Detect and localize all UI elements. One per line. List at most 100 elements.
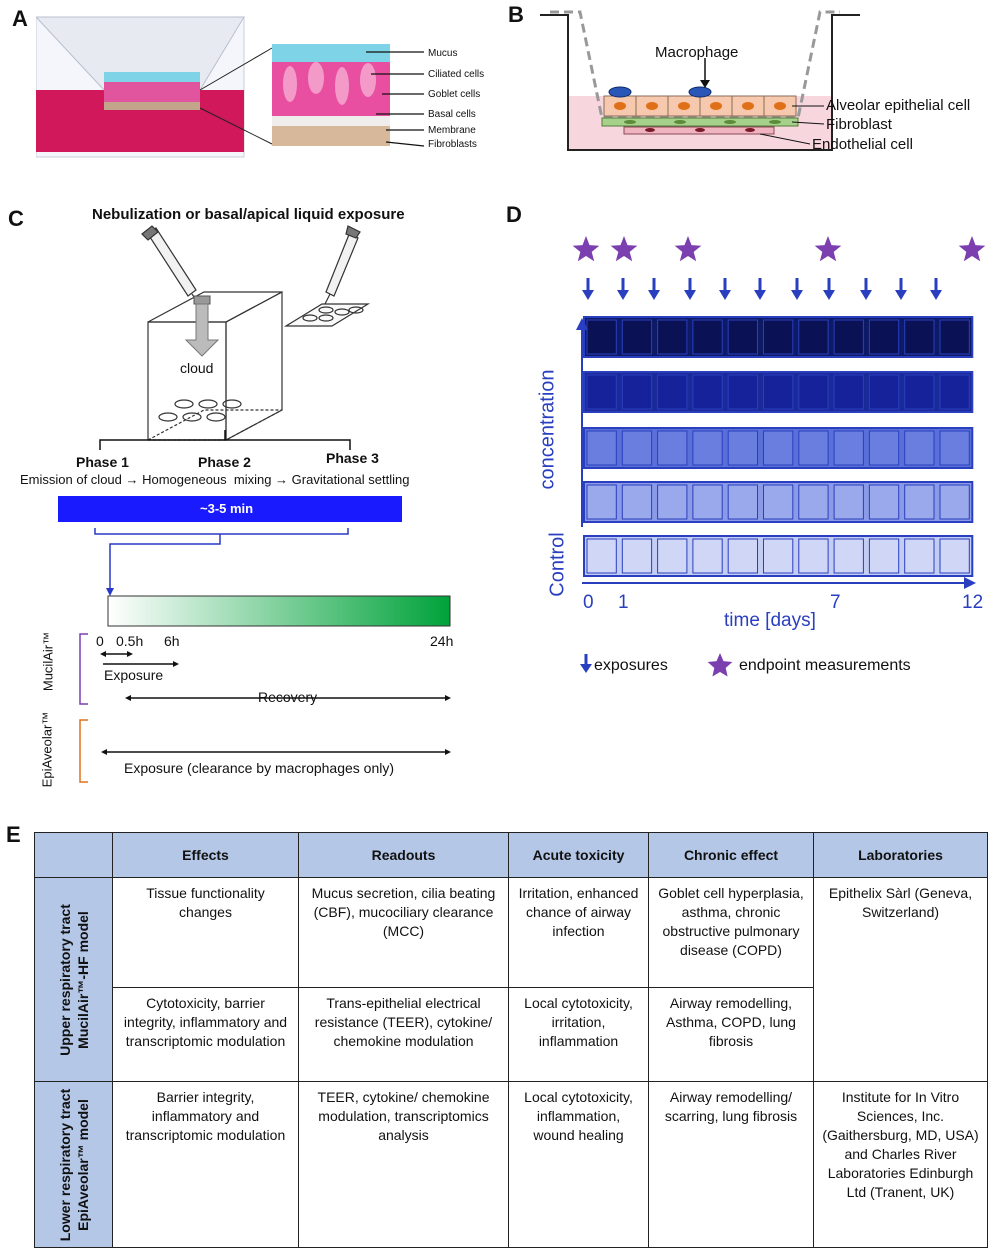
tick-0: 0	[96, 633, 104, 649]
legend-star-icon	[707, 653, 733, 677]
label-phase3: Phase 3	[326, 450, 379, 466]
endpoint-star-icon	[610, 236, 638, 262]
exposure-arrow-icon	[582, 278, 594, 300]
cell-readouts: Trans-epithelial electrical resistance (…	[298, 987, 509, 1082]
mucilair-bracket	[79, 633, 88, 705]
concentration-cell	[692, 374, 723, 410]
concentration-cell	[868, 484, 900, 520]
legend-exposure-arrow-icon	[580, 654, 592, 673]
label-phase2: Phase 2	[198, 454, 251, 470]
label-cloud: cloud	[180, 360, 214, 376]
panel-a-labels: Mucus Ciliated cells Goblet cells Basal …	[428, 44, 484, 155]
concentration-cell	[657, 538, 688, 574]
exposure-arrow-icon	[684, 278, 696, 300]
concentration-cell	[868, 430, 900, 466]
cell-acute: Irritation, enhanced chance of airway in…	[508, 877, 649, 988]
panel-letter-e: E	[6, 822, 21, 847]
label-epialveolar: EpiAveolar™	[39, 711, 55, 788]
table-row: Lower respiratory tract EpiAveolar™ mode…	[34, 1081, 988, 1248]
header-corner	[34, 832, 113, 878]
concentration-cell	[763, 430, 794, 466]
summary-table: Effects Readouts Acute toxicity Chronic …	[34, 832, 988, 1248]
exposure-arrow-icon	[617, 278, 629, 300]
concentration-cell	[621, 374, 653, 410]
alveolar-cells	[603, 95, 797, 117]
label-macrophage: Macrophage	[655, 44, 739, 61]
concentration-cell	[833, 374, 864, 410]
label-basal: Basal cells	[428, 109, 476, 120]
label-control: Control	[546, 532, 569, 597]
cloud-arrow	[184, 303, 220, 357]
zoom-membrane	[272, 116, 390, 126]
concentration-cell	[727, 484, 758, 520]
exposure-arrow-icon	[823, 278, 835, 300]
fibroblast-pointer	[791, 121, 825, 125]
header-chronic: Chronic effect	[648, 832, 814, 878]
concentration-cell	[657, 319, 688, 355]
panel-letter-b: B	[508, 2, 524, 27]
concentration-cell	[798, 430, 829, 466]
well-plate-icon	[283, 303, 371, 327]
concentration-cell	[904, 374, 935, 410]
table-header-row: Effects Readouts Acute toxicity Chronic …	[34, 832, 988, 878]
tick-day-1: 1	[618, 592, 629, 613]
concentration-cell	[939, 484, 970, 520]
table-row: Upper respiratory tract MucilAir™-HF mod…	[34, 877, 988, 1082]
label-fibroblasts: Fibroblasts	[428, 139, 477, 150]
label-alveolar: Alveolar epithelial cell	[826, 97, 971, 114]
concentration-cell	[798, 319, 829, 355]
concentration-cell	[692, 319, 723, 355]
exposure-arrow-icon	[754, 278, 766, 300]
tick-day-0: 0	[583, 592, 594, 613]
connector-arrowhead	[106, 588, 114, 596]
upper-tract-label: Upper respiratory tract MucilAir™-HF mod…	[56, 904, 92, 1056]
zoom-fibroblasts	[272, 126, 390, 146]
concentration-cell	[657, 484, 688, 520]
concentration-cell	[727, 374, 758, 410]
concentration-cell	[621, 484, 653, 520]
exposure-arrows	[582, 278, 942, 300]
tick-day-7: 7	[830, 592, 841, 613]
label-time: time [days]	[724, 610, 816, 631]
exposure-arrow-icon	[930, 278, 942, 300]
zoom-mucus	[272, 44, 390, 66]
endothelial-pointer	[759, 133, 811, 145]
exposure-arrow-icon	[648, 278, 660, 300]
endpoint-star-icon	[958, 236, 986, 262]
concentration-cell	[904, 484, 935, 520]
tick-6h: 6h	[164, 633, 180, 649]
label-mucilair: MucilAir™	[40, 631, 56, 692]
header-labs: Laboratories	[813, 832, 988, 878]
concentration-cell	[692, 538, 723, 574]
cell-chronic: Goblet cell hyperplasia, asthma, chronic…	[648, 877, 814, 988]
panel-letter-d: D	[506, 202, 522, 227]
label-goblet: Goblet cells	[428, 89, 481, 100]
concentration-cell	[727, 319, 758, 355]
label-concentration: concentration	[536, 369, 559, 490]
exposure-chamber	[147, 290, 283, 442]
legend-endpoints-label: endpoint measurements	[739, 657, 911, 674]
concentration-cell	[868, 538, 900, 574]
panel-letter-c: C	[8, 206, 24, 231]
label-membrane: Membrane	[428, 125, 476, 136]
row-group-lower: Lower respiratory tract EpiAveolar™ mode…	[34, 1081, 113, 1248]
cell-labs: Institute for In Vitro Sciences, Inc. (G…	[813, 1081, 988, 1248]
exposure-arrow-icon	[860, 278, 872, 300]
concentration-cell	[939, 319, 970, 355]
upper-tract-label-line1: Upper respiratory tract	[56, 903, 73, 1056]
exposure-arrow-icon	[719, 278, 731, 300]
concentration-cell	[763, 484, 794, 520]
concentration-cell	[939, 430, 970, 466]
concentration-cell	[868, 319, 900, 355]
tick-day-12: 12	[962, 592, 984, 613]
label-mucus: Mucus	[428, 48, 458, 59]
label-recovery: Recovery	[258, 689, 318, 705]
cell-acute: Local cytotoxicity, inflammation, wound …	[508, 1081, 649, 1248]
insert-cells	[104, 82, 200, 102]
macrophages	[608, 86, 712, 98]
concentration-axis-arrowhead	[576, 318, 588, 330]
tick-05h: 0.5h	[116, 633, 144, 649]
endpoint-star-icon	[674, 236, 702, 262]
concentration-cell	[586, 319, 617, 355]
header-acute: Acute toxicity	[508, 832, 649, 878]
